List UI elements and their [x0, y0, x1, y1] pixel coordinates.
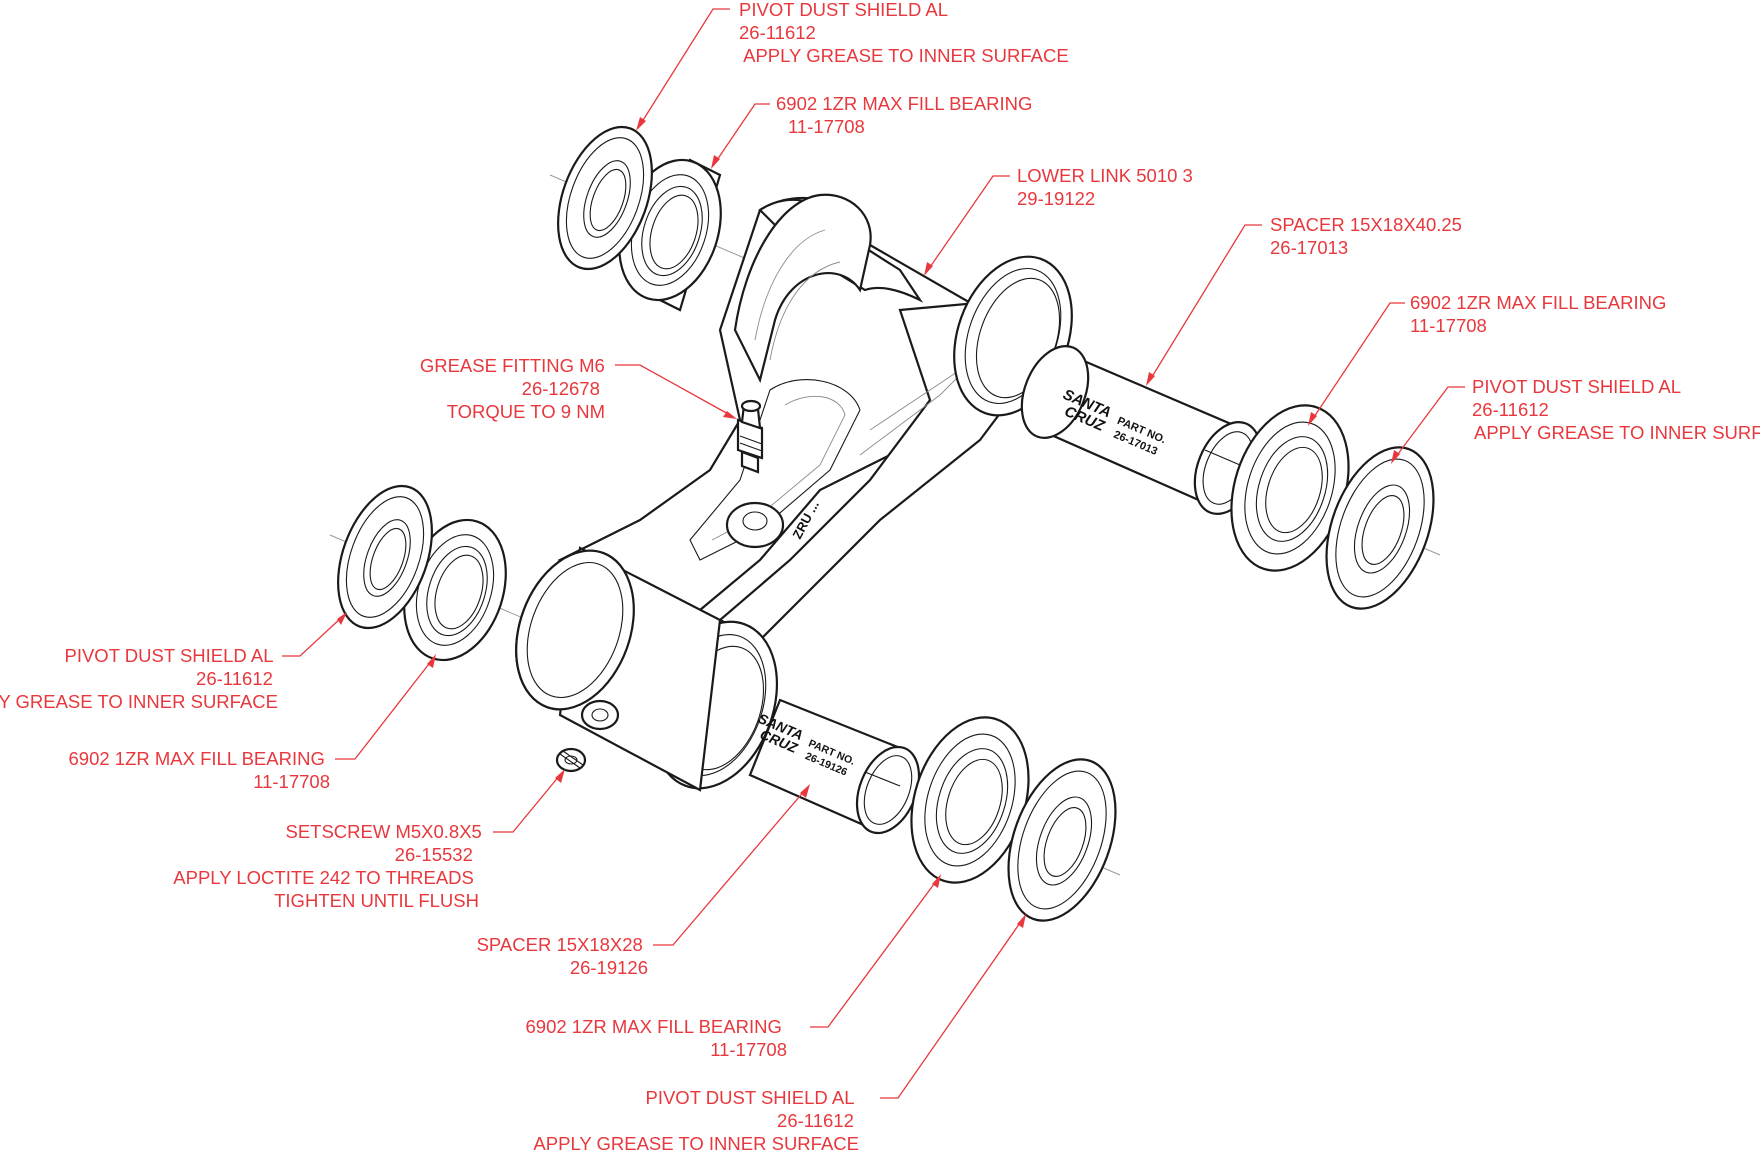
leader-lines	[282, 8, 1465, 1099]
callout-shield-bottom: PIVOT DUST SHIELD AL 26-11612 APPLY GREA…	[533, 1087, 859, 1153]
callout-spacer-long: SPACER 15X18X40.25 26-17013	[1270, 214, 1467, 258]
leader-setscrew	[493, 774, 561, 833]
setscrew	[555, 747, 587, 773]
leader-shield-bottom	[880, 919, 1023, 1099]
leader-lower-link	[927, 175, 1010, 271]
leader-bearing-bottom	[810, 879, 938, 1028]
bearing-right	[1230, 404, 1350, 572]
leader-bearing-right	[1311, 302, 1405, 421]
dust-shield-right	[1325, 446, 1435, 610]
callout-bearing-right: 6902 1ZR MAX FILL BEARING 11-17708	[1410, 292, 1672, 336]
callout-bearing-bottom: 6902 1ZR MAX FILL BEARING 11-17708	[526, 1016, 788, 1060]
callout-grease-fitting: GREASE FITTING M6 26-12678 TORQUE TO 9 N…	[420, 355, 610, 422]
callout-spacer-short: SPACER 15X18X28 26-19126	[477, 934, 648, 978]
leader-spacer-short	[653, 789, 806, 946]
spacer-short: SANTA CRUZ PART NO. 26-19126	[748, 698, 921, 835]
dust-shield-bottom	[1007, 758, 1117, 922]
dust-shield-left	[337, 484, 433, 630]
callout-shield-right: PIVOT DUST SHIELD AL 26-11612 APPLY GREA…	[1472, 376, 1760, 443]
callout-shield-top-left: PIVOT DUST SHIELD AL 26-11612 APPLY GREA…	[739, 0, 1069, 66]
callout-lower-link: LOWER LINK 5010 3 29-19122	[1017, 165, 1198, 209]
leader-spacer-long	[1149, 224, 1262, 381]
leader-shield-right	[1394, 386, 1465, 459]
callout-setscrew: SETSCREW M5X0.8X5 26-15532 APPLY LOCTITE…	[173, 821, 487, 911]
leader-bearing-left	[335, 659, 433, 760]
leader-grease-fitting	[615, 364, 731, 416]
callout-bearing-top-left: 6902 1ZR MAX FILL BEARING 11-17708	[776, 93, 1038, 137]
leader-bearing-top-left	[714, 103, 770, 164]
callout-bearing-left: 6902 1ZR MAX FILL BEARING 11-17708	[69, 748, 331, 792]
leader-shield-left	[282, 616, 343, 657]
leader-shield-top-left	[639, 8, 730, 126]
callout-shield-left: PIVOT DUST SHIELD AL 26-11612 APPLY GREA…	[0, 645, 278, 712]
dust-shield-top-left	[557, 125, 653, 271]
grease-fitting	[736, 399, 764, 474]
